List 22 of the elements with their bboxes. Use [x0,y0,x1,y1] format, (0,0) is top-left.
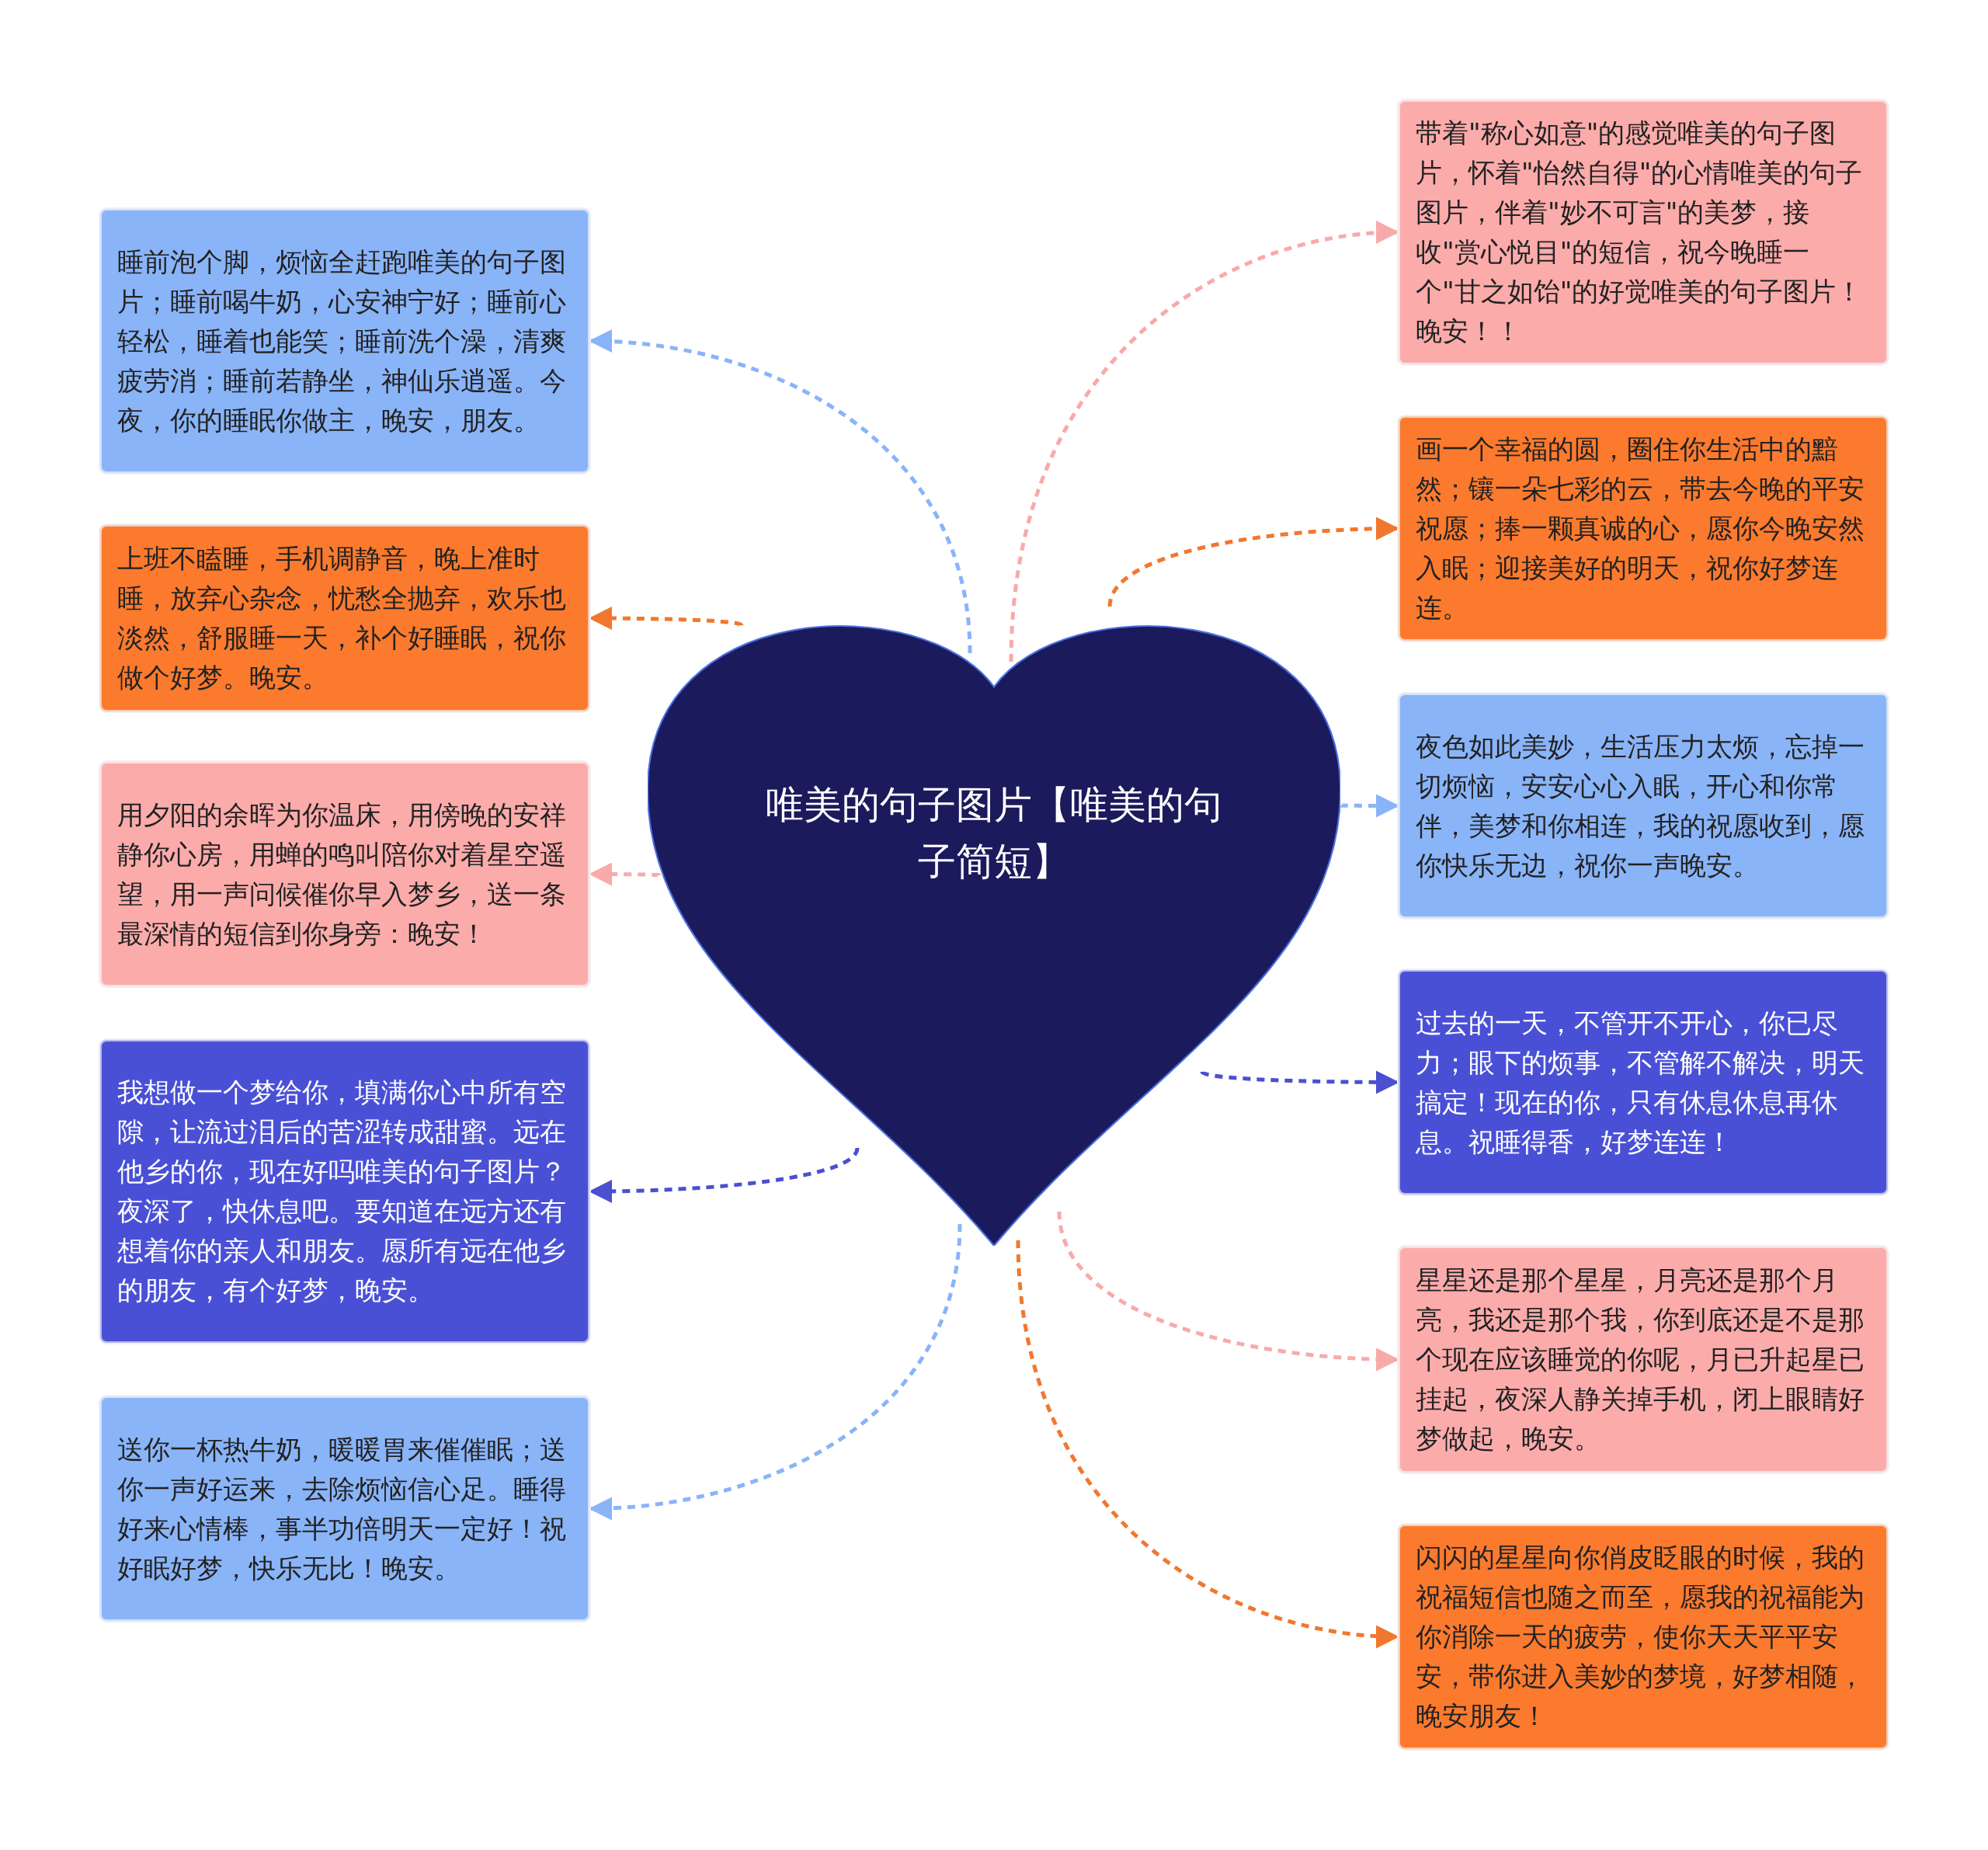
text-box: 闪闪的星星向你俏皮眨眼的时候，我的祝福短信也随之而至，愿我的祝福能为你消除一天的疲劳，使你天天平平安安，带你进入美妙的梦境，好梦相随，晚安朋友！ [1399,1525,1888,1749]
arrow [1009,221,1399,662]
arrow [1016,1240,1399,1647]
text-box: 过去的一天，不管开不开心，你已尽力；眼下的烦事，不管解不解决，明天搞定！现在的你，只有休息休息再休息。祝睡得香，好梦连连！ [1399,970,1888,1195]
text-box: 画一个幸福的圆，圈住你生活中的黯然；镶一朵七彩的云，带去今晚的平安祝愿；捧一颗真诚的心，愿你今晚安然入眠；迎接美好的明天，祝你好梦连连。 [1399,416,1888,641]
arrow [1057,1211,1399,1371]
text-box: 带着"称心如意"的感觉唯美的句子图片，怀着"怡然自得"的心情唯美的句子图片，伴着"妙不可言"的美梦，接收"赏心悦目"的短信，祝今晚睡一个"甘之如饴"的好觉唯美的句子图片！晚安！！ [1399,100,1888,364]
text-box: 睡前泡个脚，烦恼全赶跑唯美的句子图片；睡前喝牛奶，心安神宁好；睡前心轻松，睡着也能笑；睡前洗个澡，清爽疲劳消；睡前若静坐，神仙乐逍遥。今夜，你的睡眠你做主，晚安，朋友。 [100,209,589,473]
text-box: 用夕阳的余晖为你温床，用傍晚的安祥静你心房，用蝉的鸣叫陪你对着星空遥望，用一声问候催你早入梦乡，送一条最深情的短信到你身旁：晚安！ [100,762,589,986]
arrow [1340,794,1399,818]
arrow [589,1147,860,1203]
text-box: 夜色如此美妙，生活压力太烦，忘掉一切烦恼，安安心心入眠，开心和你常伴，美梦和你相连，我的祝愿收到，愿你快乐无边，祝你一声晚安。 [1399,694,1888,918]
text-box: 上班不瞌睡，手机调静音，晚上准时睡，放弃心杂念，忧愁全抛弃，欢乐也淡然，舒服睡一天，补个好睡眠，祝你做个好梦。晚安。 [100,525,589,711]
arrow [1201,1070,1399,1094]
text-box: 星星还是那个星星，月亮还是那个月亮，我还是那个我，你到底还是不是那个现在应该睡觉的你呢，月已升起星已挂起，夜深人静关掉手机，闭上眼睛好梦做起，晚安。 [1399,1247,1888,1473]
arrow [589,862,660,886]
arrow [589,607,743,631]
arrow [589,1223,962,1520]
text-box: 送你一杯热牛奶，暖暖胃来催催眠；送你一声好运来，去除烦恼信心足。睡得好来心情棒，事半功倍明天一定好！祝好眠好梦，快乐无比！晚安。 [100,1396,589,1621]
text-box: 我想做一个梦给你，填满你心中所有空隙，让流过泪后的苦涩转成甜蜜。远在他乡的你，现在好吗唯美的句子图片？夜深了，快休息吧。要知道在远方还有想着你的亲人和朋友。愿所有远在他乡的朋友，有个好梦，晚安。 [100,1040,589,1343]
arrow [589,330,972,654]
arrow [1107,516,1399,607]
